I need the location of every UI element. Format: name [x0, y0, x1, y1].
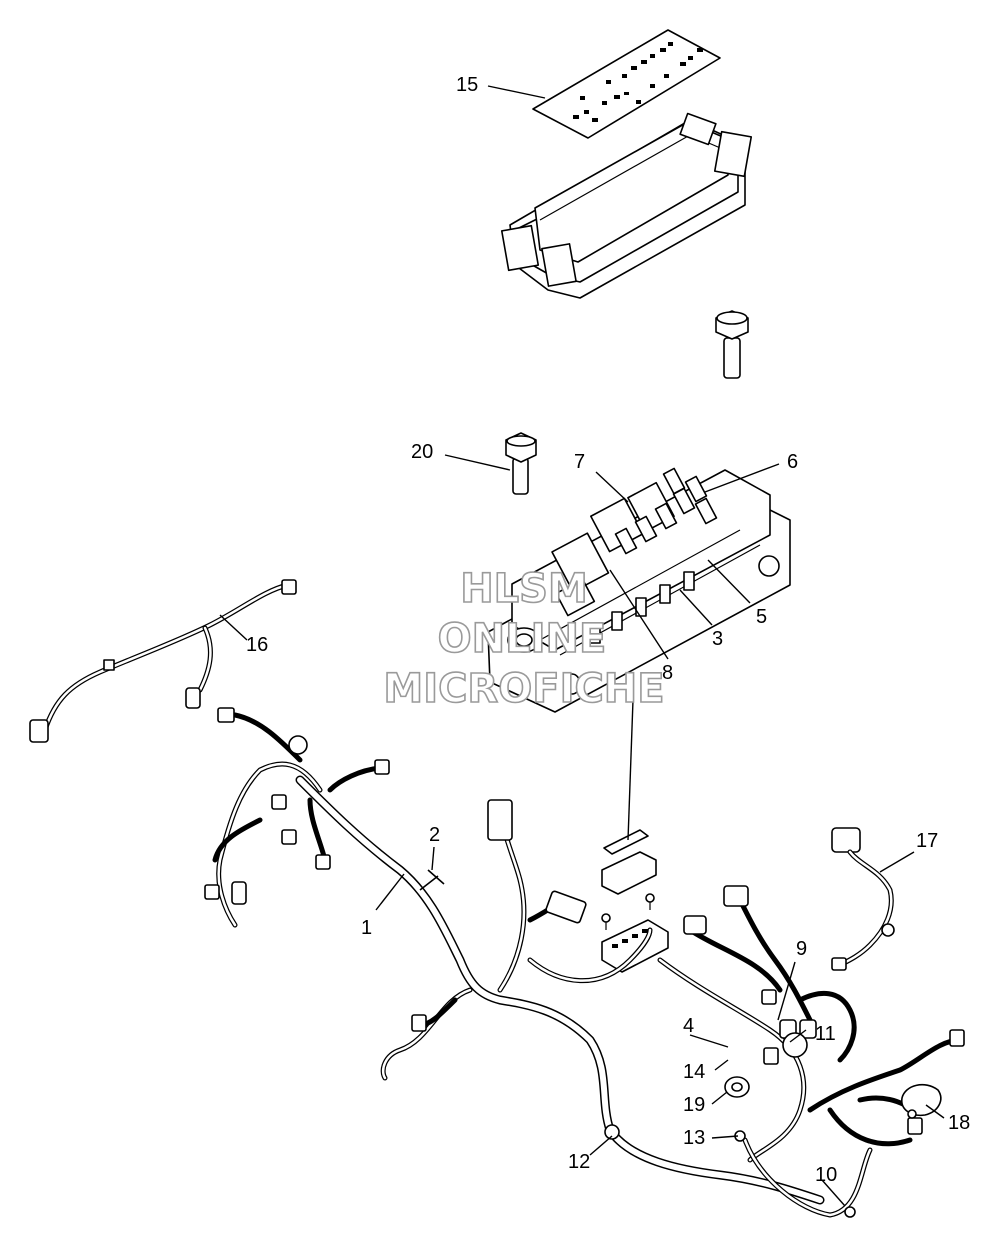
- watermark-line-1: HLSM: [460, 566, 588, 612]
- fuse-label-decal: [532, 29, 721, 139]
- grommet-19: [724, 1076, 750, 1098]
- cover-bolt: [715, 310, 749, 379]
- callout-11: 11: [815, 1023, 836, 1045]
- callout-3: 3: [712, 628, 723, 650]
- fuse-strip: [601, 829, 657, 895]
- leader-lines: [219, 85, 945, 1207]
- right-harness-branch: [657, 885, 965, 1218]
- watermark: HLSM ONLINE MICROFICHE: [383, 565, 666, 713]
- callout-5: 5: [756, 606, 767, 628]
- main-wiring-harness: [204, 707, 825, 1205]
- callout-10: 10: [815, 1164, 837, 1186]
- watermark-line-3: MICROFICHE: [383, 666, 664, 712]
- callout-20: 20: [411, 441, 433, 463]
- junction-block: [601, 919, 669, 973]
- fuse-box-cover: [500, 112, 753, 299]
- callout-4: 4: [683, 1015, 694, 1037]
- callout-13: 13: [683, 1127, 705, 1149]
- watermark-line-2: ONLINE: [438, 616, 607, 662]
- callout-15: 15: [456, 74, 478, 96]
- callout-18: 18: [948, 1112, 970, 1134]
- callout-17: 17: [916, 830, 938, 852]
- callout-12: 12: [568, 1151, 590, 1173]
- callout-1: 1: [361, 917, 372, 939]
- callout-16: 16: [246, 634, 268, 656]
- callout-7: 7: [574, 451, 585, 473]
- callout-labels: 1 2 3 4 5 6 7 8 9 10 11 12 13 14 15 16 1…: [246, 74, 970, 1186]
- sensor-18: [901, 1083, 942, 1119]
- sensor-harness: [831, 827, 895, 971]
- callout-8: 8: [662, 662, 673, 684]
- callout-19: 19: [683, 1094, 705, 1116]
- callout-9: 9: [796, 938, 807, 960]
- callout-6: 6: [787, 451, 798, 473]
- callout-2: 2: [429, 824, 440, 846]
- front-harness-branch: [29, 579, 297, 743]
- small-screws: [601, 893, 655, 930]
- fuse-box-base: [487, 467, 791, 713]
- mounting-bolt: [505, 432, 537, 495]
- callout-14: 14: [683, 1061, 705, 1083]
